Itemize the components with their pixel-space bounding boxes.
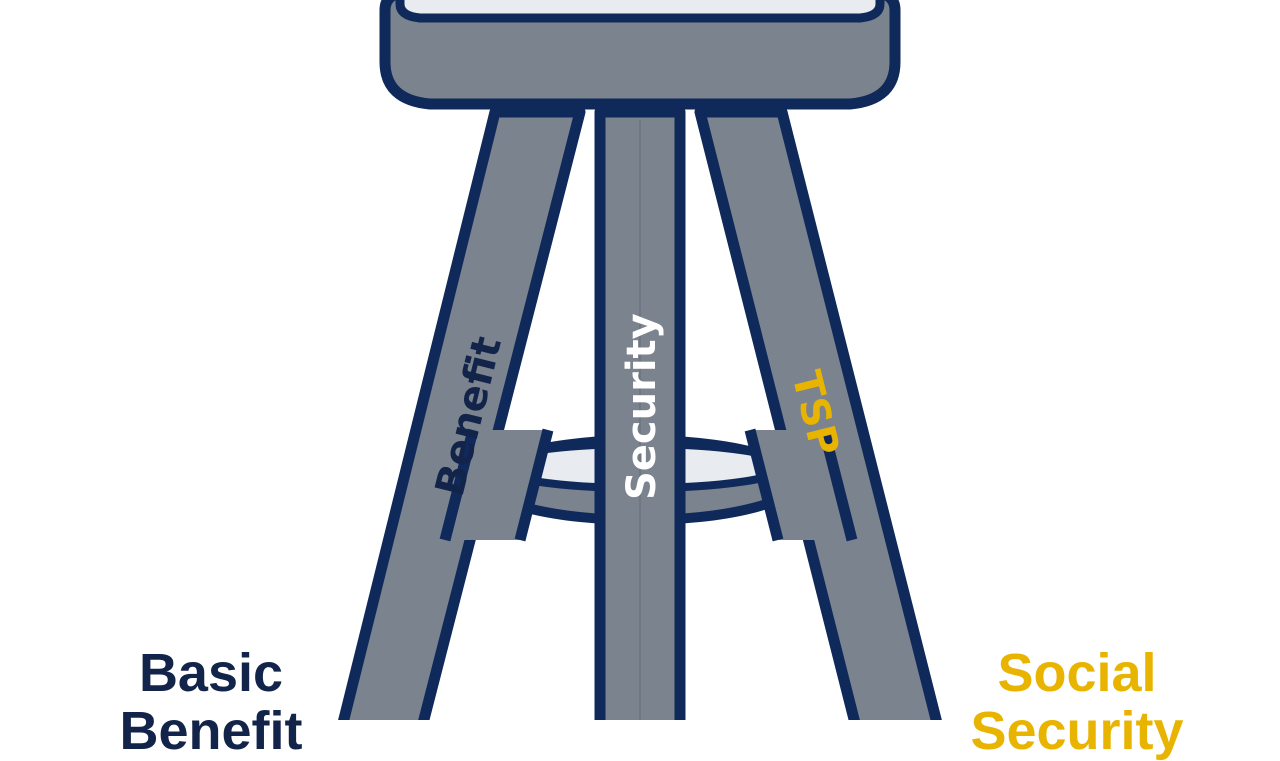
social-security-line-1: Social (997, 643, 1157, 703)
basic-benefit-line-2: Benefit (119, 701, 303, 761)
social-security-line-2: Security (970, 701, 1184, 761)
left-leg (338, 106, 586, 720)
middle-leg-label: Security (619, 313, 665, 500)
stool-seat (379, 0, 901, 110)
social-security-label: Social Security (962, 644, 1192, 760)
stool-seat-top (395, 0, 885, 23)
basic-benefit-label: Basic Benefit (106, 644, 316, 760)
three-legged-stool-illustration: Benefit Security TSP (338, 0, 942, 720)
basic-benefit-line-1: Basic (138, 643, 284, 703)
